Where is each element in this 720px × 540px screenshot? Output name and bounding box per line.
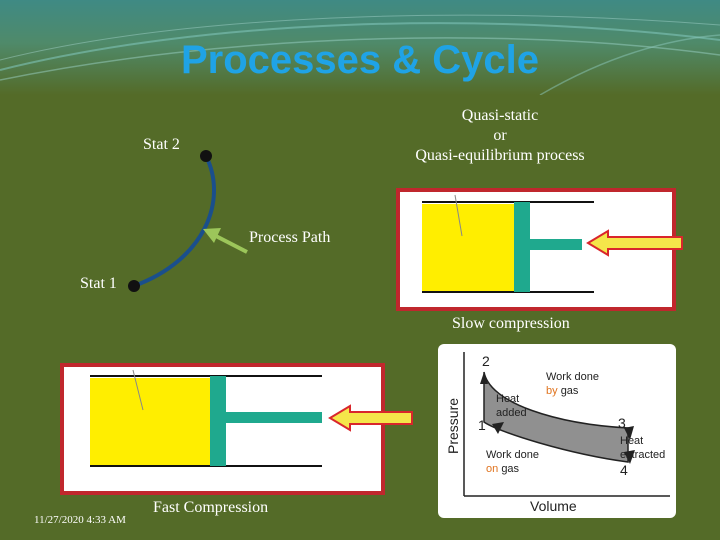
fast-piston-rod <box>226 412 322 423</box>
quasi-line-1: Quasi-static <box>461 107 539 124</box>
header-band <box>0 0 720 95</box>
pv-arrow-compression <box>492 422 504 434</box>
process-path-arrow <box>203 228 248 254</box>
state-2-label: Stat 2 <box>143 136 180 153</box>
pv-arrow-heating <box>480 372 488 384</box>
slow-compression-label: Slow compression <box>452 315 570 332</box>
state-2-point <box>200 150 212 162</box>
pv-point-3: 3 <box>618 415 626 431</box>
pv-work-on-gas-line1: Work done <box>486 449 539 461</box>
pv-on-word: on <box>486 463 498 475</box>
pv-point-2: 2 <box>482 353 490 369</box>
pv-y-axis-label: Pressure <box>445 398 461 454</box>
pv-work-by-gas-line1: Work done <box>546 371 599 383</box>
pv-point-4: 4 <box>620 462 628 478</box>
fast-compression-label: Fast Compression <box>153 499 269 516</box>
quasi-line-3: Quasi-equilibrium process <box>415 147 585 164</box>
fast-piston <box>210 376 226 466</box>
pv-heat-extracted-line1: Heat <box>620 435 643 447</box>
decorative-swirl <box>0 14 720 95</box>
slow-piston-rod <box>530 239 582 250</box>
state-1-point <box>128 280 140 292</box>
pv-work-on-gas-line2: on gas <box>486 463 520 475</box>
pv-heat-added-line1: Heat <box>496 393 519 405</box>
process-path-curve <box>133 155 216 288</box>
process-path-label: Process Path <box>249 229 331 246</box>
slow-compression-arrow <box>586 229 683 257</box>
pv-diagram-svg: 2 1 3 4 Work done by gas Heat added Heat… <box>445 352 670 514</box>
slide-title: Processes & Cycle <box>180 38 539 82</box>
quasi-static-label: Quasi-static or Quasi-equilibrium proces… <box>380 106 620 166</box>
slow-piston <box>514 202 530 292</box>
pv-on-gas-word: gas <box>501 463 519 475</box>
quasi-line-2: or <box>493 127 507 144</box>
pv-heat-added-line2: added <box>496 407 527 419</box>
pv-cycle-region <box>483 371 629 463</box>
state-1-label: Stat 1 <box>80 275 117 292</box>
fast-compression-arrow <box>328 404 413 432</box>
pv-diagram: 2 1 3 4 Work done by gas Heat added Heat… <box>438 344 676 518</box>
pv-arrow-cooling <box>624 450 635 464</box>
pv-by-word: by <box>546 385 558 397</box>
pv-arrow-expansion <box>624 426 634 440</box>
pv-x-axis-label: Volume <box>530 498 577 514</box>
slide-date: 11/27/2020 4:33 AM <box>34 514 126 526</box>
pv-heat-extracted-line2: extracted <box>620 449 665 461</box>
pv-point-1: 1 <box>478 417 486 433</box>
pv-work-by-gas-line2: by gas <box>546 385 579 397</box>
fast-compression-cylinder <box>60 363 385 495</box>
pv-by-gas-word: gas <box>561 385 579 397</box>
